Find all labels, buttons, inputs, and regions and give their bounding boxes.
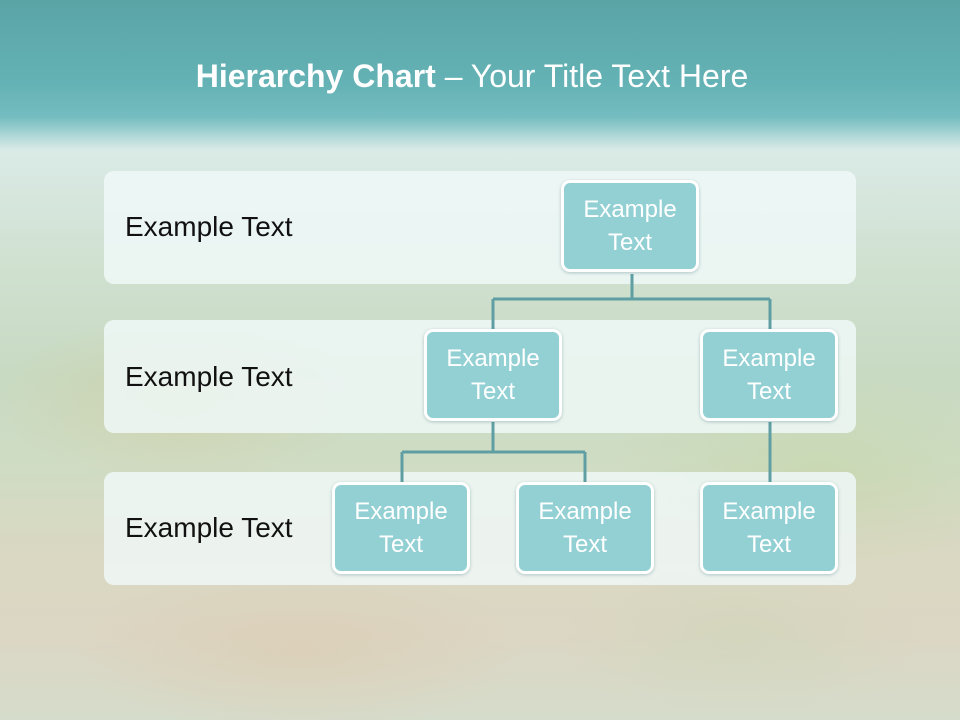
node-level2-right-label: Example Text [722,345,816,405]
node-level3-c[interactable]: Example Text [700,482,838,574]
level-row-2-label: Example Text [125,361,293,392]
slide-title: Hierarchy Chart – Your Title Text Here [0,56,944,96]
node-level3-b-label: Example Text [538,498,632,558]
level-row-1 [104,171,856,284]
slide-title-rest: – Your Title Text Here [435,58,749,94]
node-level2-left[interactable]: Example Text [424,329,562,421]
level-row-3-label: Example Text [125,512,293,543]
node-root-label: Example Text [583,196,677,256]
node-level3-a[interactable]: Example Text [332,482,470,574]
node-level3-b[interactable]: Example Text [516,482,654,574]
title-band [0,0,960,150]
node-level2-left-label: Example Text [446,345,540,405]
level-row-1-label: Example Text [125,211,293,242]
node-level3-a-label: Example Text [354,498,448,558]
node-level2-right[interactable]: Example Text [700,329,838,421]
node-root[interactable]: Example Text [561,180,699,272]
node-level3-c-label: Example Text [722,498,816,558]
slide-title-bold: Hierarchy Chart [195,58,436,94]
